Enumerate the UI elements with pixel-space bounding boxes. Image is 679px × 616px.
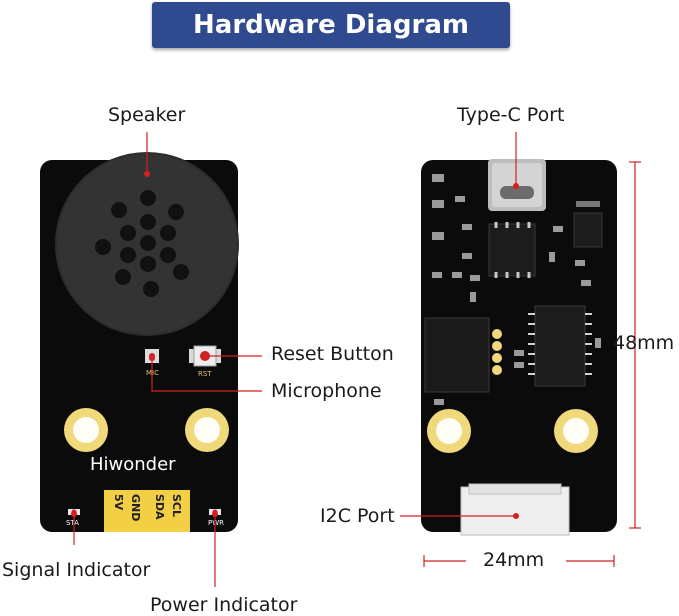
front-board: MIC RST Hiwonder SCL SDA GND 5V: [40, 152, 239, 532]
callout-lines: [73, 132, 641, 587]
pwr-silk: PWR: [208, 519, 224, 527]
diagram-title: Hardware Diagram: [193, 10, 469, 40]
brand-silk: Hiwonder: [90, 454, 176, 475]
label-signal-indicator: Signal Indicator: [2, 559, 151, 581]
title-banner: Hardware Diagram: [152, 2, 510, 48]
pin-label-5v: 5V: [112, 494, 125, 511]
label-power-indicator: Power Indicator: [150, 594, 298, 616]
i2c-connector: [460, 486, 570, 536]
pin-header: [104, 490, 190, 532]
rst-silk: RST: [198, 370, 212, 378]
sta-silk: STA: [66, 519, 79, 527]
label-speaker: Speaker: [108, 104, 186, 126]
pin-label-sda: SDA: [153, 494, 166, 520]
label-width-dimension: 24mm: [483, 549, 545, 571]
chip-amp: [534, 305, 586, 387]
chip-mcu: [488, 223, 536, 277]
pin-label-scl: SCL: [170, 494, 183, 517]
label-height-dimension: 48mm: [613, 332, 675, 354]
label-i2c-port: I2C Port: [320, 505, 395, 527]
label-microphone: Microphone: [271, 380, 382, 402]
callout-markers: [71, 171, 519, 519]
pin-labels: SCL SDA GND 5V: [112, 494, 183, 521]
pin-label-gnd: GND: [129, 494, 142, 521]
label-type-c-port: Type-C Port: [457, 104, 565, 126]
label-reset-button: Reset Button: [271, 343, 394, 365]
speaker-component: [55, 152, 239, 336]
chip-audio: [424, 317, 490, 393]
back-board: [421, 159, 617, 536]
